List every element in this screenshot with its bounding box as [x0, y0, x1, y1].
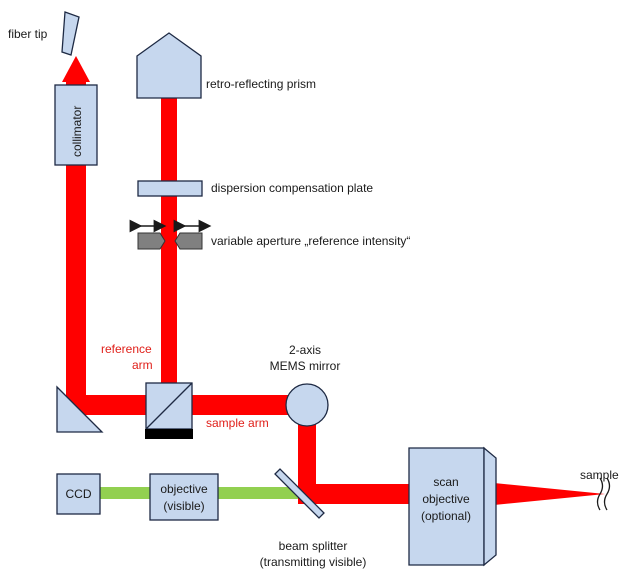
cube-diagonal	[145, 382, 193, 430]
beam-sample-down	[298, 410, 316, 504]
aperture-label: variable aperture „reference intensity“	[211, 234, 410, 248]
objective-label-2: (visible)	[163, 499, 204, 513]
ccd-label: CCD	[66, 487, 92, 501]
ccd-body	[56, 473, 101, 515]
collimator-label: collimator	[70, 106, 84, 157]
ccd-camera: CCD	[56, 473, 101, 515]
reference-arm-label-1: reference	[101, 342, 152, 356]
mems-label-1: 2-axis	[289, 343, 321, 357]
sample-arm-label: sample arm	[206, 416, 269, 430]
collimator-body	[54, 84, 98, 166]
objective-body	[149, 473, 219, 521]
beam-reference-arm	[161, 95, 177, 400]
sample-surface-icon	[596, 477, 611, 511]
corner-prism	[56, 385, 104, 433]
sample: sample	[580, 468, 619, 511]
sample-label: sample	[580, 468, 619, 482]
scan-label-2: objective	[422, 492, 470, 506]
dispersion-plate-shape	[137, 180, 203, 197]
scan-label-3: (optional)	[421, 509, 471, 523]
beam-splitter-plate: beam splitter (transmitting visible)	[260, 468, 367, 569]
reference-arm-label-2: arm	[132, 358, 153, 372]
mems-mirror: 2-axis MEMS mirror	[270, 343, 341, 427]
objective-label-1: objective	[160, 482, 208, 496]
beam-arrow-up	[62, 56, 90, 82]
retro-prism: retro-reflecting prism	[136, 32, 316, 99]
laser-beams	[62, 56, 605, 506]
scan-label-1: scan	[433, 475, 458, 489]
cube-beam-dump	[145, 429, 193, 439]
beam-focus	[484, 482, 605, 506]
aperture-right-blade	[174, 232, 203, 250]
beam-splitter-cube	[145, 382, 193, 439]
beam-sample-horizontal	[298, 484, 410, 504]
scan-objective-side	[408, 447, 485, 566]
mems-label-2: MEMS mirror	[270, 359, 341, 373]
objective-visible: objective (visible)	[149, 473, 219, 521]
fiber-tip: fiber tip	[8, 11, 80, 56]
bs-label-1: beam splitter	[279, 539, 348, 553]
scan-objective-front	[483, 446, 497, 567]
retro-prism-label: retro-reflecting prism	[206, 77, 316, 91]
dispersion-plate-label: dispersion compensation plate	[211, 181, 373, 195]
variable-aperture: variable aperture „reference intensity“	[129, 219, 410, 250]
dispersion-plate: dispersion compensation plate	[137, 180, 373, 197]
retro-prism-shape	[136, 32, 202, 99]
fiber-tip-shape	[61, 11, 80, 56]
fiber-tip-label: fiber tip	[8, 27, 48, 41]
scan-objective: scan objective (optional)	[408, 446, 497, 567]
aperture-left-blade	[137, 232, 166, 250]
beam-splitter-plate-shape	[274, 468, 325, 519]
mems-mirror-shape	[285, 383, 329, 427]
collimator: collimator	[54, 84, 98, 166]
bs-label-2: (transmitting visible)	[260, 555, 367, 569]
